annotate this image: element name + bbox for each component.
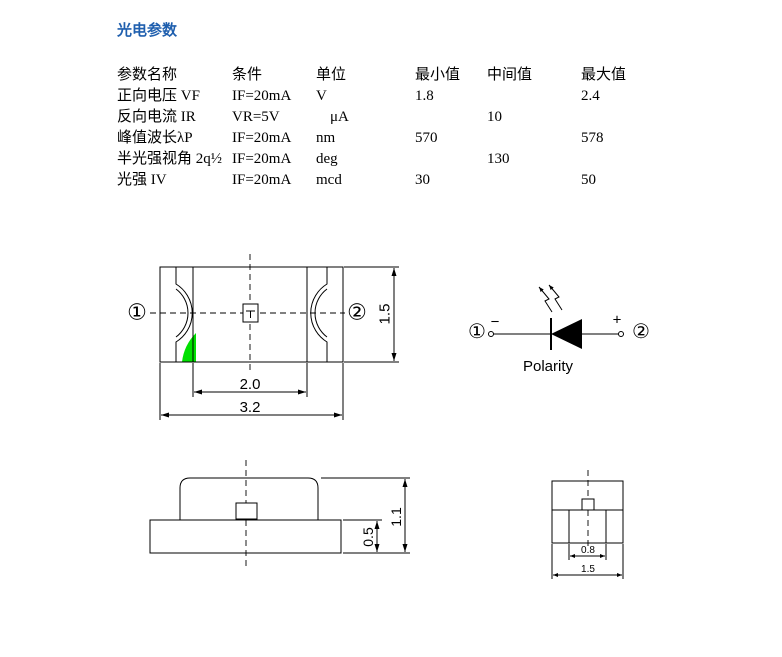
pad-gap-dimension: 0.8: [570, 545, 605, 558]
light-emission-arrow-icon: [538, 286, 553, 313]
cell-parameter: 峰值波长λP: [117, 130, 193, 146]
end-view-drawing: 0.8 1.5: [551, 470, 624, 579]
left-terminal-castellation: [175, 267, 193, 362]
end-width-dimension-label: 1.5: [581, 564, 595, 575]
table-row: 光强 IV IF=20mA mcd 30 50: [117, 170, 661, 191]
body-length-dimension: 2.0: [192, 363, 308, 397]
top-view-drawing: ① ② 1.5 2.0 3.2: [127, 254, 399, 420]
parameter-table: 参数名称 条件 单位 最小值 中间值 最大值 正向电压 VF IF=20mA V…: [117, 65, 661, 191]
cell-unit: nm: [316, 130, 336, 146]
cell-condition: IF=20mA: [232, 172, 292, 188]
cell-min: 570: [415, 130, 438, 146]
cell-condition: VR=5V: [232, 109, 280, 125]
minus-sign: −: [491, 314, 500, 331]
table-row: 峰值波长λP IF=20mA nm 570 578: [117, 128, 661, 149]
cell-unit: μA: [330, 109, 349, 125]
polarity-pin-2-label: ②: [632, 319, 650, 343]
cell-parameter: 反向电流 IR: [117, 109, 196, 125]
cell-condition: IF=20mA: [232, 130, 292, 146]
total-height-dimension-label: 1.1: [388, 507, 404, 527]
cell-parameter: 半光强视角 2q½: [117, 151, 223, 167]
cell-typ: 130: [487, 151, 510, 167]
left-terminal-inner-arc: [175, 288, 189, 338]
total-height-dimension: 1.1: [388, 479, 408, 552]
anode-terminal-dot: [618, 331, 624, 337]
side-view-drawing: 0.5 1.1: [149, 460, 410, 567]
cell-parameter: 光强 IV: [117, 172, 167, 188]
side-view-base: [149, 519, 342, 554]
end-view-chip-square: [581, 498, 595, 511]
base-height-dimension: 0.5: [360, 521, 380, 552]
width-dimension-label: 1.5: [377, 304, 394, 325]
cell-parameter: 正向电压 VF: [117, 88, 200, 104]
cell-unit: deg: [316, 151, 338, 167]
right-terminal-castellation: [310, 267, 328, 362]
polarity-label: Polarity: [523, 358, 574, 375]
cell-unit: V: [316, 88, 327, 104]
cathode-terminal-dot: [488, 331, 494, 337]
base-height-dimension-label: 0.5: [360, 527, 376, 547]
body-length-dimension-label: 2.0: [240, 376, 261, 393]
cell-min: 1.8: [415, 88, 434, 104]
plus-sign: +: [613, 312, 622, 329]
diode-triangle: [551, 319, 582, 349]
header-max: 最大值: [581, 67, 627, 83]
cell-unit: mcd: [316, 172, 342, 188]
total-length-dimension-label: 3.2: [240, 399, 261, 416]
cell-typ: 10: [487, 109, 502, 125]
total-length-dimension: 3.2: [159, 363, 344, 420]
side-view-lens: [179, 477, 319, 520]
top-view-pin-2-label: ②: [347, 301, 367, 326]
polarity-symbol: ① − + ② Polarity: [468, 284, 650, 375]
right-terminal-inner-arc: [314, 288, 328, 338]
cell-max: 578: [581, 130, 604, 146]
section-title: 光电参数: [117, 21, 178, 39]
header-unit: 单位: [316, 67, 347, 83]
table-row: 半光强视角 2q½ IF=20mA deg 130: [117, 149, 661, 170]
end-width-dimension: 1.5: [553, 564, 622, 577]
top-view-outline: [159, 266, 344, 363]
table-row: 反向电流 IR VR=5V μA 10: [117, 107, 661, 128]
table-row: 正向电压 VF IF=20mA V 1.8 2.4: [117, 86, 661, 107]
cathode-polarity-mark: [182, 333, 196, 362]
header-condition: 条件: [232, 67, 263, 83]
light-emission-arrow-icon: [548, 284, 563, 311]
cell-min: 30: [415, 172, 430, 188]
cell-max: 50: [581, 172, 596, 188]
header-parameter-name: 参数名称: [117, 67, 178, 83]
side-view-chip-square: [235, 502, 258, 520]
polarity-pin-1-label: ①: [468, 319, 486, 343]
width-dimension: 1.5: [344, 266, 399, 363]
chip-bond-mark: [246, 310, 255, 318]
table-header-row: 参数名称 条件 单位 最小值 中间值 最大值: [117, 65, 661, 86]
cell-max: 2.4: [581, 88, 600, 104]
top-view-pin-1-label: ①: [127, 301, 147, 326]
header-typ: 中间值: [487, 67, 533, 83]
cell-condition: IF=20mA: [232, 88, 292, 104]
header-min: 最小值: [415, 67, 461, 83]
pad-gap-dimension-label: 0.8: [581, 545, 595, 556]
end-view-outline: [551, 480, 624, 544]
cell-condition: IF=20mA: [232, 151, 292, 167]
